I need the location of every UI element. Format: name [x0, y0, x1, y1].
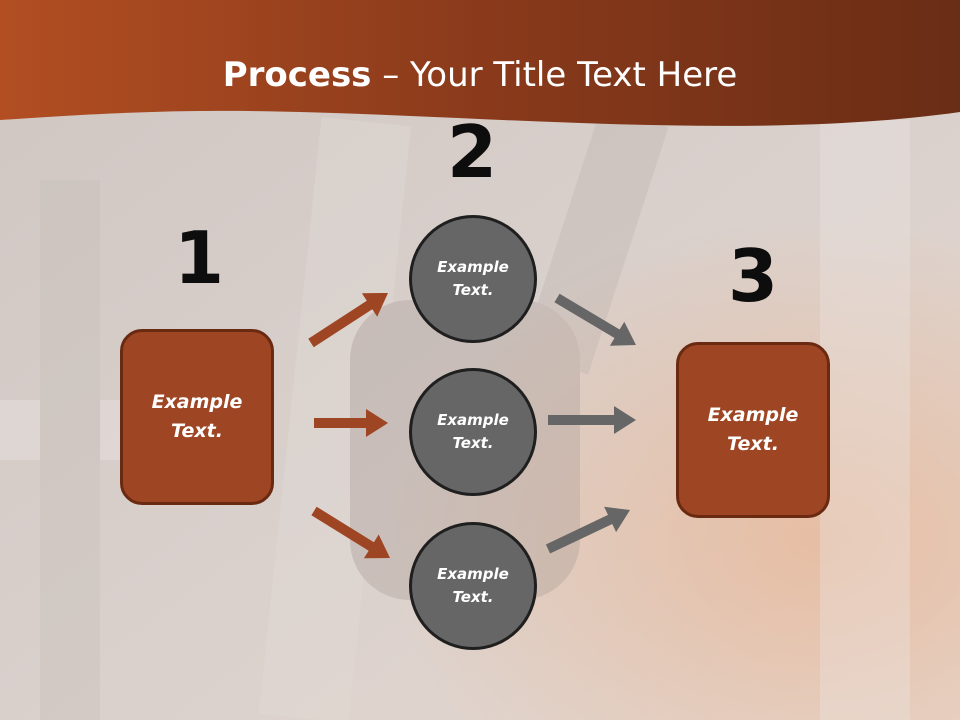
step-2-text-top: Example Text.	[437, 258, 509, 299]
step-3-box: Example Text.	[676, 342, 830, 518]
step-2-text-bottom: Example Text.	[437, 565, 509, 606]
arrow-middle-to-3	[548, 406, 636, 434]
slide-title: Process – Your Title Text Here	[0, 52, 960, 98]
arrow-bottom-to-3	[545, 506, 630, 554]
arrow-1-to-middle	[314, 409, 388, 437]
step-2-text-middle: Example Text.	[437, 411, 509, 452]
arrow-top-to-3	[554, 293, 636, 346]
step-number-1: 1	[173, 216, 225, 300]
title-bold: Process	[222, 55, 372, 95]
step-number-2: 2	[446, 110, 498, 194]
step-2-circle-top: Example Text.	[409, 215, 537, 343]
arrow-1-to-bottom	[311, 506, 390, 559]
step-1-text: Example Text.	[151, 391, 243, 442]
step-3-text: Example Text.	[707, 404, 799, 455]
step-number-3: 3	[727, 234, 779, 318]
step-2-circle-bottom: Example Text.	[409, 522, 537, 650]
step-2-circle-middle: Example Text.	[409, 368, 537, 496]
title-rest: – Your Title Text Here	[371, 55, 738, 95]
step-1-box: Example Text.	[120, 329, 274, 505]
arrow-1-to-top	[308, 293, 388, 348]
